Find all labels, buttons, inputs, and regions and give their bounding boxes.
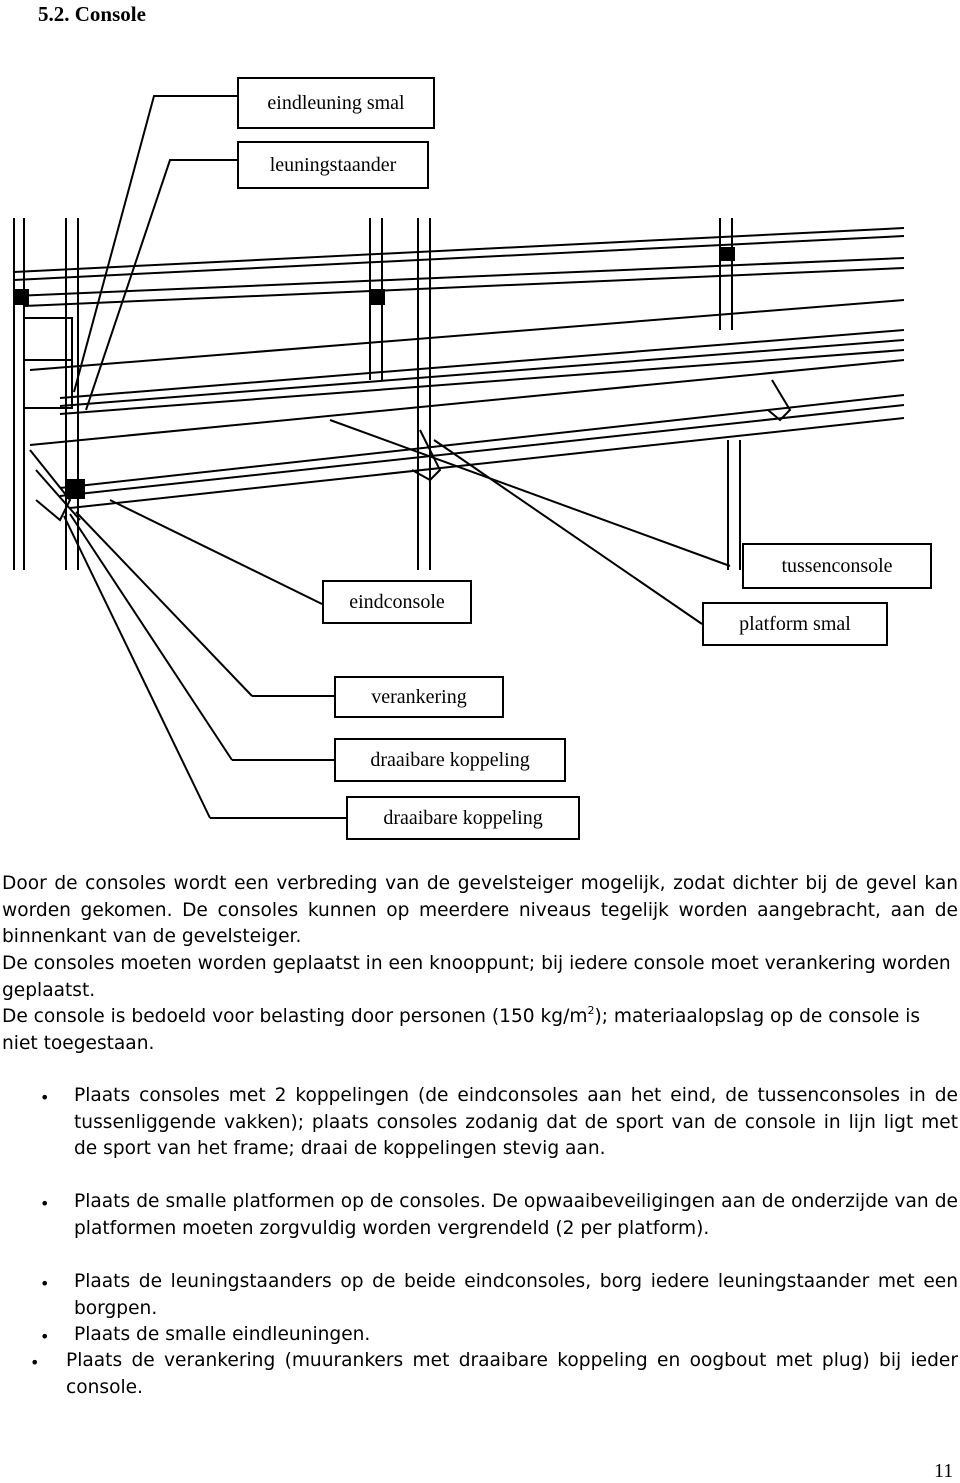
bullet-item: Plaats de smalle platformen op de consol…: [74, 1191, 958, 1239]
label-draaibare-koppeling-2: draaibare koppeling: [346, 796, 580, 840]
bullet-marker: •: [40, 1327, 50, 1346]
label-platform-smal: platform smal: [702, 602, 888, 646]
bullet-marker: •: [40, 1274, 50, 1293]
paragraph-2: De consoles moeten worden geplaatst in e…: [2, 953, 951, 1001]
label-draaibare-koppeling-1: draaibare koppeling: [334, 738, 566, 782]
scaffold-console-diagram: [13, 95, 905, 819]
bullet-marker: •: [30, 1353, 40, 1372]
paragraph-1: Door de consoles wordt een verbreding va…: [2, 873, 958, 947]
section-heading: 5.2. Console: [38, 2, 146, 26]
superscript-2: 2: [587, 1004, 595, 1017]
label-eindleuning-smal: eindleuning smal: [237, 77, 435, 129]
page-number: 11: [934, 1460, 954, 1482]
label-eindconsole: eindconsole: [322, 580, 472, 624]
bullet-item: Plaats de smalle eindleuningen.: [74, 1324, 371, 1345]
bullet-item: Plaats consoles met 2 koppelingen (de ei…: [74, 1085, 958, 1159]
paragraph-3-text-end: ); materiaalopslag op de console is niet…: [2, 1006, 921, 1054]
label-leuningstaander: leuningstaander: [237, 141, 429, 189]
bullet-marker: •: [40, 1194, 50, 1213]
label-tussenconsole: tussenconsole: [742, 543, 932, 589]
paragraph-3-text-start: De console is bedoeld voor belasting doo…: [2, 1006, 588, 1027]
bullet-marker: •: [40, 1088, 50, 1107]
bullet-item: Plaats de verankering (muurankers met dr…: [66, 1350, 958, 1398]
bullet-item: Plaats de leuningstaanders op de beide e…: [74, 1271, 958, 1319]
paragraph-3: De console is bedoeld voor belasting doo…: [2, 1004, 958, 1057]
label-verankering: verankering: [334, 676, 504, 718]
